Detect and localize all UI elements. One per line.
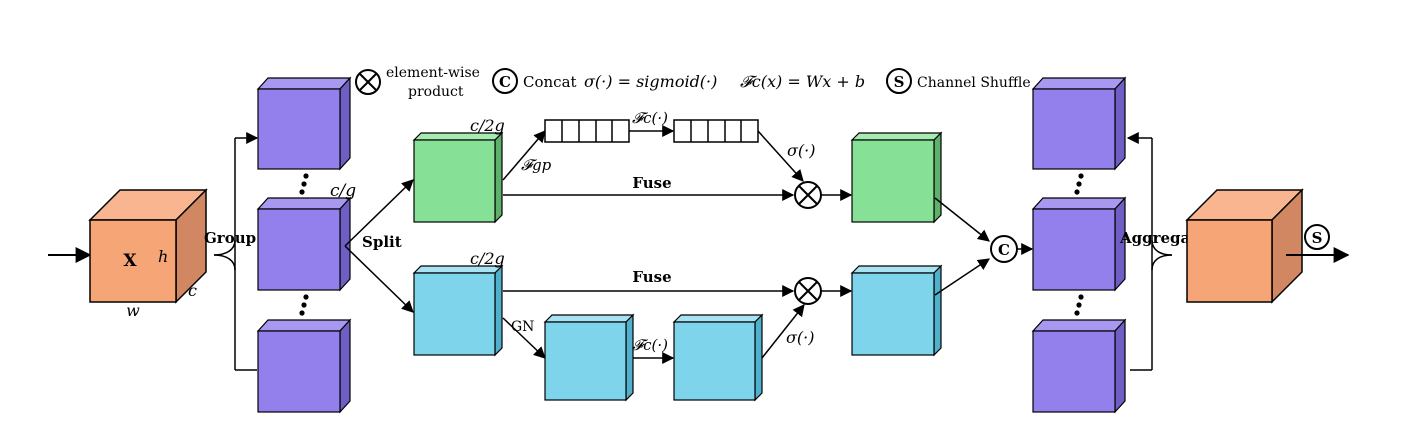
aggregate-cube-top <box>1031 76 1127 171</box>
output-feature-cube <box>1185 188 1304 304</box>
concat-icon-letter: C <box>499 73 511 91</box>
fc-label-bottom: 𝓕c(·) <box>632 336 668 354</box>
ellipsis-dots-right-bottom <box>1074 294 1084 316</box>
split-label: Split <box>362 233 402 251</box>
ellipsis-dots-left-top <box>299 173 309 195</box>
channel-output-cube <box>850 131 943 224</box>
split-arrow-bottom <box>344 245 414 313</box>
legend-sigma-def: σ(·) = sigmoid(·) <box>584 72 717 91</box>
fc-spatial-cube <box>672 313 764 402</box>
concat-arrow-bottom <box>934 258 990 296</box>
fgp-label: 𝓕gp <box>521 156 552 174</box>
gn-cube <box>543 313 635 402</box>
spatial-output-cube <box>850 264 943 357</box>
aggregate-cube-middle <box>1031 196 1127 292</box>
legend-product-text-2: product <box>408 84 464 100</box>
group-label: Group <box>204 229 256 247</box>
fuse-label-top: Fuse <box>632 174 671 192</box>
split-arrow-top <box>344 179 414 247</box>
input-x-label: X <box>123 251 137 271</box>
legend-shuffle-text: Channel Shuffle <box>917 75 1031 91</box>
c2g-label-top: c/2g <box>470 116 505 135</box>
input-h-label: h <box>158 247 168 266</box>
aggregate-label: Aggregate <box>1119 229 1207 247</box>
ellipsis-dots-left-bottom <box>299 294 309 316</box>
fuse-label-bottom: Fuse <box>632 268 671 286</box>
gn-label: GN <box>511 319 534 335</box>
fgp-arrow <box>502 130 546 181</box>
concat-node-icon: C <box>990 235 1018 263</box>
sigma-arrow-top <box>757 130 804 182</box>
group-cube-bottom <box>256 318 352 414</box>
concat-arrow-top <box>934 197 990 242</box>
fc-vector <box>673 119 759 143</box>
multiply-node-bottom-icon <box>794 277 822 305</box>
legend-product-text-1: element-wise <box>386 65 480 81</box>
group-cube-middle <box>256 196 352 292</box>
concat-icon: C <box>492 68 518 94</box>
input-c-label: c <box>188 281 197 300</box>
concat-node-letter: C <box>998 241 1010 259</box>
sigma-label-bottom: σ(·) <box>786 328 815 347</box>
sigma-arrow-bottom <box>761 304 805 359</box>
channel-shuffle-icon: S <box>886 68 912 94</box>
input-w-label: w <box>126 301 140 320</box>
legend: element-wise product C Concat σ(·) = sig… <box>355 65 1031 100</box>
input-feature-cube <box>88 188 208 304</box>
legend-fc-def: 𝓕c(x) = Wx + b <box>740 72 865 91</box>
ellipsis-dots-right-top <box>1074 173 1084 195</box>
cg-label: c/g <box>330 181 356 201</box>
gap-vector <box>544 119 630 143</box>
multiply-node-top-icon <box>794 181 822 209</box>
c2g-label-bottom: c/2g <box>470 249 505 268</box>
gn-arrow <box>502 317 546 359</box>
aggregate-cube-bottom <box>1031 318 1127 414</box>
shuffle-node-letter: S <box>1312 229 1323 247</box>
shuffle-icon-letter: S <box>894 73 905 91</box>
element-wise-product-icon <box>355 69 381 95</box>
legend-concat-text: Concat <box>523 73 577 91</box>
group-cube-top <box>256 76 352 171</box>
channel-shuffle-node-icon: S <box>1304 224 1330 250</box>
fc-label-top: 𝓕c(·) <box>632 109 668 127</box>
spatial-branch-cube <box>412 264 504 357</box>
sigma-label-top: σ(·) <box>787 141 816 160</box>
channel-branch-cube <box>412 131 504 224</box>
